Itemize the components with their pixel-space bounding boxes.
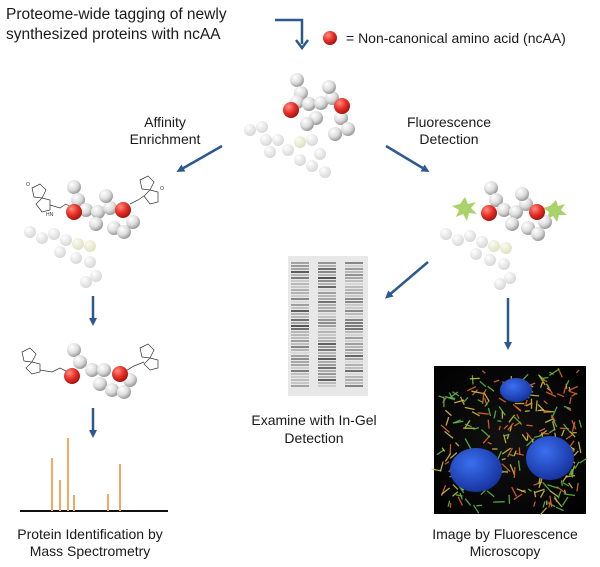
arrow-to-affinity xyxy=(176,144,223,172)
ncaa-legend-label: = Non-canonical amino acid (ncAA) xyxy=(346,30,566,46)
enriched-protein xyxy=(21,343,159,399)
title-line-2: synthesized proteins with ncAA xyxy=(6,26,221,43)
mass-spectrum-icon xyxy=(20,438,168,512)
biotin-tag-icon xyxy=(21,347,69,375)
central-protein-cluster xyxy=(244,73,355,178)
affinity-label-line-1: Affinity xyxy=(144,114,186,130)
title-line-1: Proteome-wide tagging of newly xyxy=(6,6,227,23)
fluorescence-label-line-1: Fluorescence xyxy=(406,114,492,130)
svg-text:O: O xyxy=(26,182,30,188)
gel-label-line-1: Examine with In-Gel xyxy=(251,412,377,428)
biotin-tag-icon xyxy=(123,343,159,373)
biotin-tag-icon: O HN xyxy=(26,182,73,218)
biotin-tag-icon: O xyxy=(129,175,164,205)
svg-text:HN: HN xyxy=(46,212,54,218)
gel-lanes-icon xyxy=(288,256,368,396)
arrow-to-gel xyxy=(384,261,429,299)
affinity-label-line-2: Enrichment xyxy=(129,131,201,147)
mass-spec-label-line-2: Mass Spectrometry xyxy=(29,543,151,559)
ncaa-legend-icon xyxy=(323,31,337,45)
fluorescent-tagged-protein xyxy=(440,181,567,290)
top-hook-arrow xyxy=(275,18,309,51)
fluorescence-label-line-2: Detection xyxy=(419,131,479,147)
microscopy-label-line-1: Image by Fluorescence xyxy=(432,526,578,542)
fluorophore-star-icon xyxy=(452,197,477,221)
mass-spec-label-line-1: Protein Identification by xyxy=(17,526,163,542)
arrow-to-fluorescence xyxy=(385,144,430,173)
microscopy-label-line-2: Microscopy xyxy=(469,543,541,559)
gel-label-line-2: Detection xyxy=(284,430,344,446)
cell-micrograph-icon xyxy=(431,366,587,516)
affinity-tagged-protein: O HN O xyxy=(24,175,164,288)
svg-text:O: O xyxy=(160,186,164,192)
